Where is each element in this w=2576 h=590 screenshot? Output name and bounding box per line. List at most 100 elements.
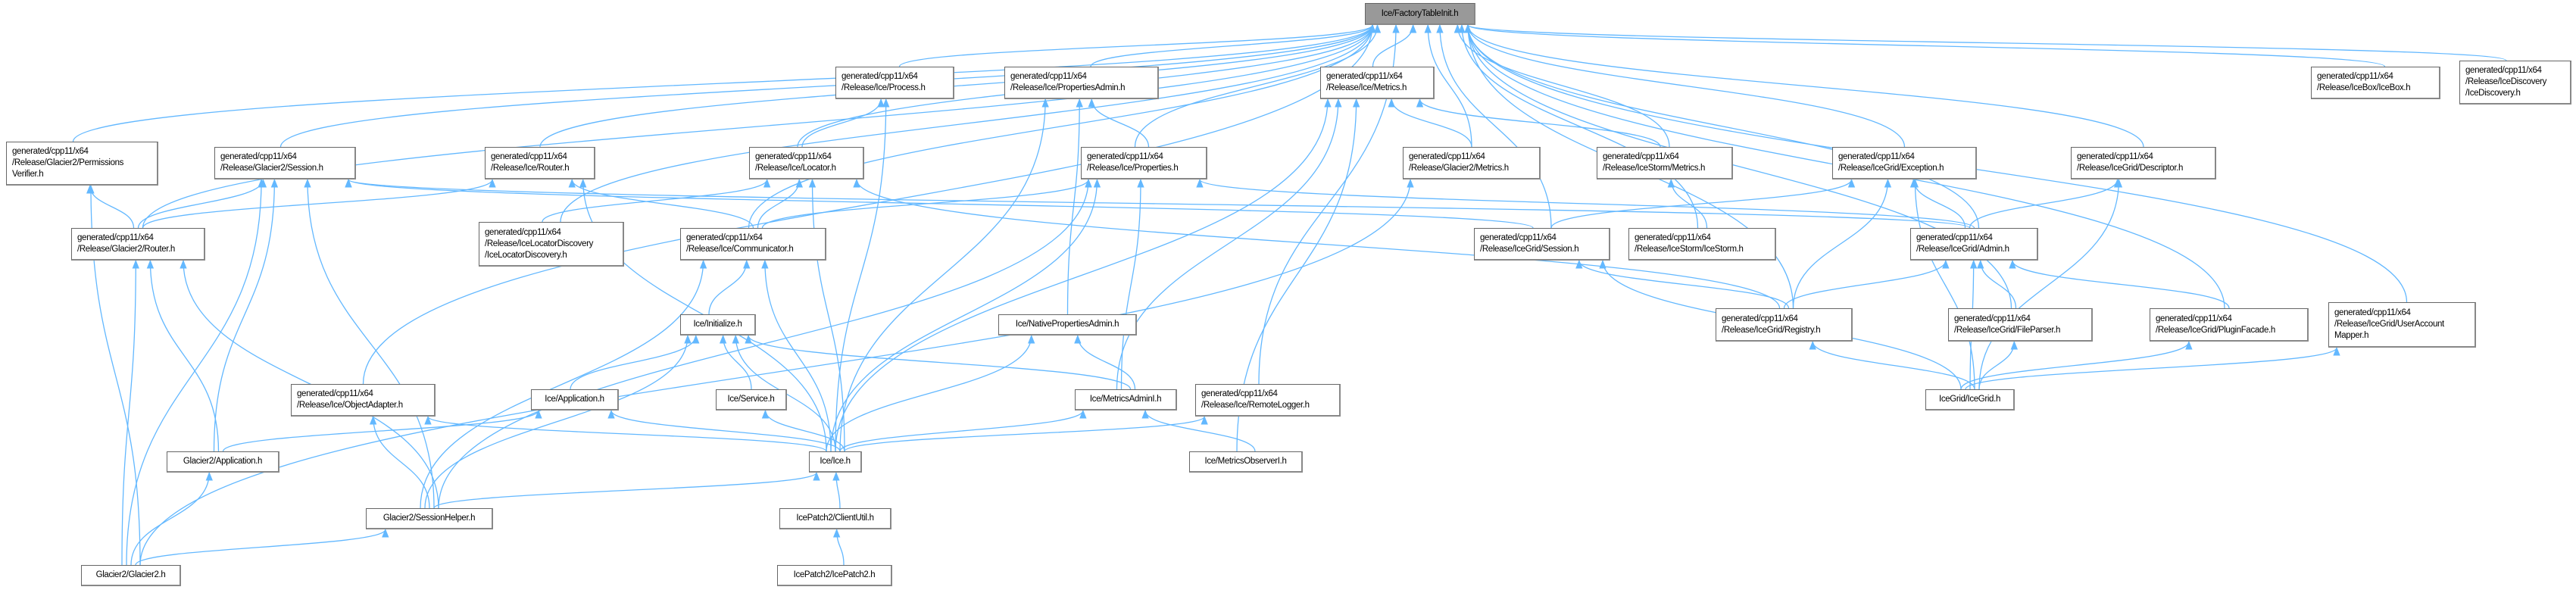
edge-sessionhelper-to-iceh (433, 471, 820, 509)
node-icegrid-admin[interactable]: generated/cpp11/x64 /Release/IceGrid/Adm… (1910, 228, 2038, 261)
node-icegrid-icegrid[interactable]: IceGrid/IceGrid.h (1925, 389, 2015, 411)
edge-icegrid-to-registry (1809, 340, 1975, 390)
node-ice-ice[interactable]: Ice/Ice.h (809, 451, 862, 473)
node-icegrid-session[interactable]: generated/cpp11/x64 /Release/IceGrid/Ses… (1474, 228, 1610, 261)
edge-descriptor-to-fti (1464, 23, 2144, 148)
node-ice-router[interactable]: generated/cpp11/x64 /Release/Ice/Router.… (485, 147, 595, 179)
edge-g2application-to-application (222, 409, 542, 452)
edge-admin-to-exception (1909, 178, 1966, 229)
node-icestorm-metrics[interactable]: generated/cpp11/x64 /Release/IceStorm/Me… (1597, 147, 1733, 179)
node-icestorm-icestorm[interactable]: generated/cpp11/x64 /Release/IceStorm/Ic… (1628, 228, 1776, 261)
node-icepatch2-clientutil[interactable]: IcePatch2/ClientUtil.h (779, 508, 891, 529)
node-icegrid-exception[interactable]: generated/cpp11/x64 /Release/IceGrid/Exc… (1832, 147, 1977, 179)
edge-stormmetrics-to-metrics (1416, 98, 1661, 148)
node-glacier2-metrics[interactable]: generated/cpp11/x64 /Release/Glacier2/Me… (1403, 147, 1541, 179)
node-factorytableinit[interactable]: Ice/FactoryTableInit.h (1365, 3, 1475, 25)
node-ice-metricsobserveri[interactable]: Ice/MetricsObserverI.h (1189, 451, 1303, 473)
node-icebox[interactable]: generated/cpp11/x64 /Release/IceBox/IceB… (2311, 67, 2440, 99)
edge-g2session-to-fti (279, 23, 1376, 148)
node-icegrid-registry[interactable]: generated/cpp11/x64 /Release/IceGrid/Reg… (1716, 308, 1853, 342)
edge-stormmetrics-to-fti (1453, 23, 1670, 148)
edge-gridsession-to-fti (1436, 23, 1552, 229)
edge-sessionhelper-to-objadapter (369, 415, 430, 509)
edge-locator-to-process (801, 98, 885, 148)
edge-g2metrics-to-fti (1424, 23, 1472, 148)
node-ice-nativepropertiesadmin[interactable]: Ice/NativePropertiesAdmin.h (998, 314, 1137, 336)
edge-icepatch2-to-clientutil (832, 528, 845, 566)
node-icelocatordiscovery[interactable]: generated/cpp11/x64 /Release/IceLocatorD… (479, 222, 624, 267)
edge-glacier2-to-sessionhelper (135, 528, 389, 566)
edge-metricsadmini-to-nativepropadmin (1074, 334, 1136, 390)
node-glacier2-permissionsverifier[interactable]: generated/cpp11/x64 /Release/Glacier2/Pe… (6, 142, 158, 186)
edge-icediscovery-to-fti (1464, 23, 2507, 61)
edge-icegrid-to-pluginfacade (1960, 340, 2193, 390)
edge-properties-to-fti (1134, 23, 1382, 148)
node-ice-objectadapter[interactable]: generated/cpp11/x64 /Release/Ice/ObjectA… (291, 384, 436, 417)
edge-g2application-to-g2session (213, 178, 279, 452)
edge-iceh-to-propadmin (839, 98, 1049, 452)
edge-pluginfacade-to-admin (2009, 259, 2230, 309)
edge-admin-to-fti (1464, 23, 1980, 229)
edge-properties-to-propadmin (1088, 98, 1150, 148)
edge-icestorm-to-stormmetrics (1667, 178, 1708, 229)
edge-sessionhelper-to-g2session (304, 178, 435, 509)
node-glacier2-application[interactable]: Glacier2/Application.h (167, 451, 279, 473)
edge-communicator-to-icerouter (568, 178, 754, 229)
node-ice-metrics[interactable]: generated/cpp11/x64 /Release/Ice/Metrics… (1320, 67, 1435, 99)
edge-permverifier-to-fti (72, 23, 1376, 142)
edge-g2router-to-icerouter (142, 178, 496, 229)
edge-iceh-to-objadapter (424, 415, 827, 452)
node-glacier2-session[interactable]: generated/cpp11/x64 /Release/Glacier2/Se… (214, 147, 356, 179)
edge-objadapter-to-fti (362, 23, 1376, 385)
node-ice-propertiesadmin[interactable]: generated/cpp11/x64 /Release/Ice/Propert… (1004, 67, 1159, 99)
node-ice-properties[interactable]: generated/cpp11/x64 /Release/Ice/Propert… (1081, 147, 1207, 179)
node-icegrid-descriptor[interactable]: generated/cpp11/x64 /Release/IceGrid/Des… (2071, 147, 2216, 179)
edge-metricsadmini-to-metrics (1116, 98, 1342, 390)
edge-nativepropadmin-to-propadmin (1066, 98, 1083, 315)
edge-iceh-to-application (607, 409, 841, 452)
node-icegrid-fileparser[interactable]: generated/cpp11/x64 /Release/IceGrid/Fil… (1948, 308, 2093, 342)
edge-glacier2-to-g2router (121, 259, 139, 566)
edge-gridsession-to-exception (1550, 178, 1856, 229)
node-ice-communicator[interactable]: generated/cpp11/x64 /Release/Ice/Communi… (680, 228, 826, 261)
node-ice-metricsadmini[interactable]: Ice/MetricsAdminI.h (1075, 389, 1177, 411)
edge-communicator-to-properties (761, 178, 1092, 229)
edge-initialize-to-communicator (708, 259, 751, 315)
edge-locdisc-to-fti (560, 23, 1376, 223)
node-ice-remotelogger[interactable]: generated/cpp11/x64 /Release/Ice/RemoteL… (1195, 384, 1341, 417)
edge-iceh-to-metrics (835, 98, 1332, 452)
edge-metricsobserveri-to-metricsadmini (1141, 409, 1256, 452)
edge-gridsession-to-g2session (345, 178, 1534, 229)
node-glacier2-glacier2[interactable]: Glacier2/Glacier2.h (81, 565, 181, 586)
edge-admin-to-g2session (345, 178, 1971, 229)
edge-registry-to-admin (1783, 259, 1950, 309)
edge-sessionhelper-to-initialize (424, 334, 692, 509)
node-icegrid-pluginfacade[interactable]: generated/cpp11/x64 /Release/IceGrid/Plu… (2150, 308, 2309, 342)
edge-icegrid-to-useraccountmapper (1965, 346, 2340, 390)
node-ice-initialize[interactable]: Ice/Initialize.h (680, 314, 756, 336)
edge-icegrid-to-descriptor (1978, 178, 2123, 390)
node-ice-application[interactable]: Ice/Application.h (531, 389, 619, 411)
edge-communicator-to-locator (757, 178, 803, 229)
edge-icestorm-to-fti (1458, 23, 1699, 229)
edge-iceh-to-locator (808, 178, 845, 452)
edge-glacier2-to-g2application (130, 471, 213, 566)
node-glacier2-sessionhelper[interactable]: Glacier2/SessionHelper.h (366, 508, 493, 529)
edge-sessionhelper-to-communicator (420, 259, 707, 509)
node-icepatch2-icepatch2[interactable]: IcePatch2/IcePatch2.h (777, 565, 892, 586)
node-ice-locator[interactable]: generated/cpp11/x64 /Release/Ice/Locator… (749, 147, 864, 179)
node-glacier2-router[interactable]: generated/cpp11/x64 /Release/Glacier2/Ro… (71, 228, 205, 261)
node-icediscovery[interactable]: generated/cpp11/x64 /Release/IceDiscover… (2459, 61, 2571, 105)
node-ice-service[interactable]: Ice/Service.h (716, 389, 787, 411)
edge-metricsadmini-to-properties (1120, 178, 1144, 390)
edge-g2metrics-to-metrics (1388, 98, 1472, 148)
edge-g2router-to-g2session (137, 178, 267, 229)
edge-iceh-to-remotelogger (844, 415, 1208, 452)
edge-service-to-initialize (719, 334, 752, 390)
node-ice-process[interactable]: generated/cpp11/x64 /Release/Ice/Process… (835, 67, 954, 99)
edge-g2router-to-permverifier (86, 184, 135, 229)
edge-admin-to-descriptor (1969, 178, 2122, 229)
edge-admin-to-properties (1196, 178, 1975, 229)
edge-glacier2-to-g2metrics (139, 178, 1414, 566)
node-icegrid-useraccountmapper[interactable]: generated/cpp11/x64 /Release/IceGrid/Use… (2328, 302, 2476, 348)
